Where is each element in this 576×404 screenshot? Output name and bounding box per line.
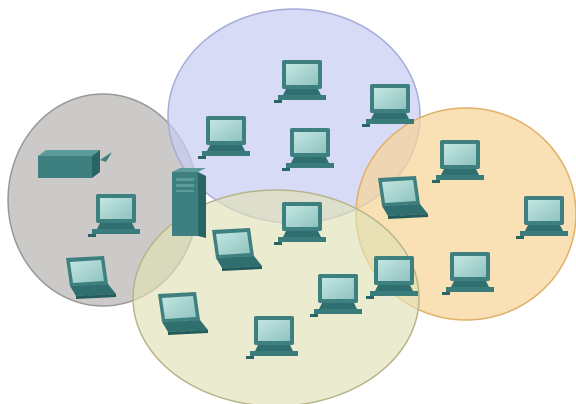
- region-yellow: [132, 189, 420, 404]
- regions: [7, 8, 576, 404]
- server-tower-icon: [172, 168, 206, 238]
